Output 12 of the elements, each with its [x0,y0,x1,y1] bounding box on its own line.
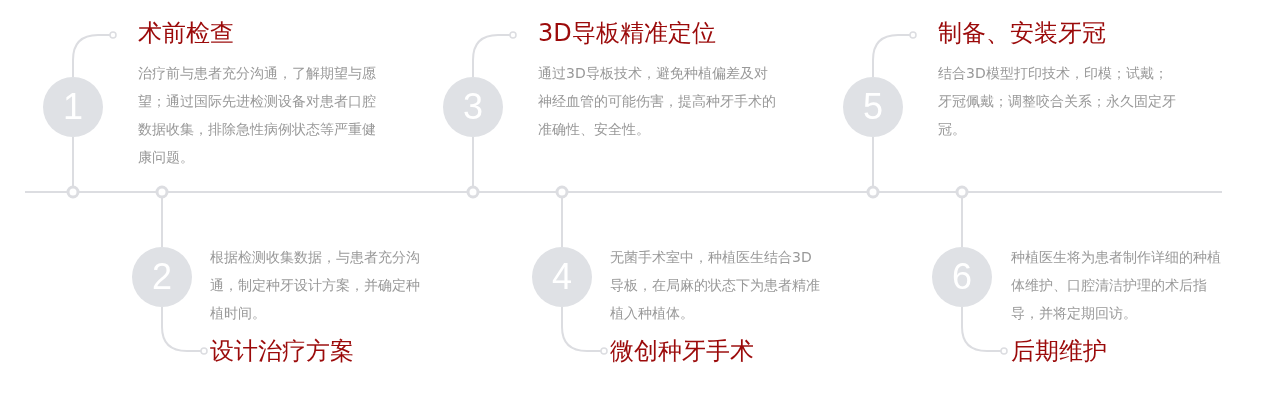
step-heading: 术前检查 [138,18,234,48]
step-heading: 制备、安装牙冠 [938,18,1106,48]
step-heading: 设计治疗方案 [210,336,354,366]
step-heading: 后期维护 [1011,336,1107,366]
step-description: 通过3D导板技术，避免种植偏差及对神经血管的可能伤害，提高种牙手术的准确性、安全性。 [538,64,777,139]
step-description: 无菌手术室中，种植医生结合3D导板，在局麻的状态下为患者精准植入种植体。 [610,248,821,323]
step-description: 结合3D模型打印技术，印模；试戴；牙冠佩戴；调整咬合关系；永久固定牙冠。 [938,64,1177,139]
step-heading: 3D导板精准定位 [538,18,716,48]
step-description: 根据检测收集数据，与患者充分沟通，制定种牙设计方案，并确定种植时间。 [210,248,421,323]
step-heading: 微创种牙手术 [610,336,754,366]
step-description: 治疗前与患者充分沟通，了解期望与愿望；通过国际先进检测设备对患者口腔数据收集，排除急性病例状态等严重健康问题。 [138,64,377,167]
step-description: 种植医生将为患者制作详细的种植体维护、口腔清洁护理的术后指导，并将定期回访。 [1011,248,1222,323]
